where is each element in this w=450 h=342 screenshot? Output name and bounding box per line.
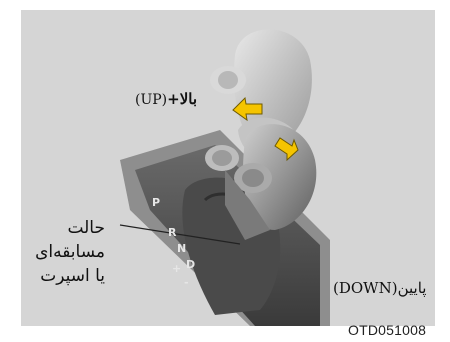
sport-mode-line-1: حالت	[35, 216, 105, 240]
gate-plus: +	[172, 262, 181, 275]
up-label: (UP)+بالا	[135, 90, 197, 108]
down-label: (DOWN)پایین	[333, 279, 426, 297]
sport-mode-line-3: یا اسپرت	[35, 264, 105, 288]
figure-code: OTD051008	[348, 322, 426, 338]
up-label-fa: +بالا	[167, 90, 197, 108]
sport-mode-label: حالت مسابقه‌ای یا اسپرت	[35, 216, 105, 288]
gate-letter-r: R	[168, 226, 177, 239]
up-label-en: (UP)	[135, 92, 167, 108]
gate-minus: -	[184, 276, 189, 289]
sport-mode-line-2: مسابقه‌ای	[35, 240, 105, 264]
gate-letter-d: D	[186, 258, 195, 271]
gate-letter-p: P	[152, 196, 160, 209]
gate-letter-n: N	[177, 242, 186, 255]
